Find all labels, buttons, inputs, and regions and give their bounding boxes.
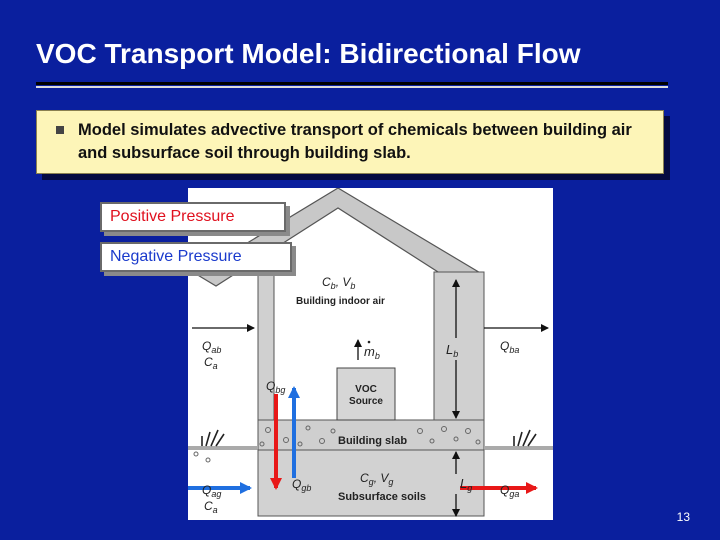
slab-right-extension xyxy=(484,446,553,450)
qag-label: Qag xyxy=(202,483,221,499)
ca-top-label: Ca xyxy=(204,355,218,371)
slab-left-extension xyxy=(188,446,258,450)
voc-source-box xyxy=(336,367,396,421)
lg-label: Lg xyxy=(460,476,472,493)
positive-pressure-label: Positive Pressure xyxy=(100,202,286,232)
bullet-square-icon xyxy=(56,126,64,134)
page-number: 13 xyxy=(676,510,690,524)
cg-vg-label: Cg, Vg xyxy=(360,471,393,487)
building-indoor-air-label: Building indoor air xyxy=(296,296,385,307)
qbg-label: Qbg xyxy=(266,379,285,395)
right-wall xyxy=(433,271,485,429)
building-diagram-svg: Cb, Vb Building indoor air Qab Ca mb Lb … xyxy=(188,188,553,517)
qab-label: Qab xyxy=(202,339,221,355)
cb-vb-label: Cb, Vb xyxy=(322,275,355,291)
qba-label: Qba xyxy=(500,339,519,355)
grass-right xyxy=(513,429,537,447)
slide-title: VOC Transport Model: Bidirectional Flow xyxy=(36,38,581,69)
bullet-text: Model simulates advective transport of c… xyxy=(78,121,632,162)
mb-label: mb xyxy=(364,344,380,361)
title-underline-highlight xyxy=(36,86,668,88)
ca-bottom-label: Ca xyxy=(204,499,218,515)
negative-pressure-label: Negative Pressure xyxy=(100,242,292,272)
subsurface-soils-label: Subsurface soils xyxy=(338,491,426,503)
grass-left xyxy=(201,429,225,447)
lb-label: Lb xyxy=(446,342,458,359)
left-wall xyxy=(257,271,275,429)
qga-label: Qga xyxy=(500,483,519,499)
voc-source-label-line1: VOC xyxy=(355,384,377,395)
voc-source-label-line2: Source xyxy=(349,396,383,407)
mb-dot xyxy=(367,340,371,344)
title-underline xyxy=(36,82,668,85)
bullet-box: Model simulates advective transport of c… xyxy=(36,110,664,174)
building-diagram: Cb, Vb Building indoor air Qab Ca mb Lb … xyxy=(188,188,553,520)
qgb-label: Qgb xyxy=(292,477,311,493)
building-slab-label: Building slab xyxy=(338,435,407,447)
